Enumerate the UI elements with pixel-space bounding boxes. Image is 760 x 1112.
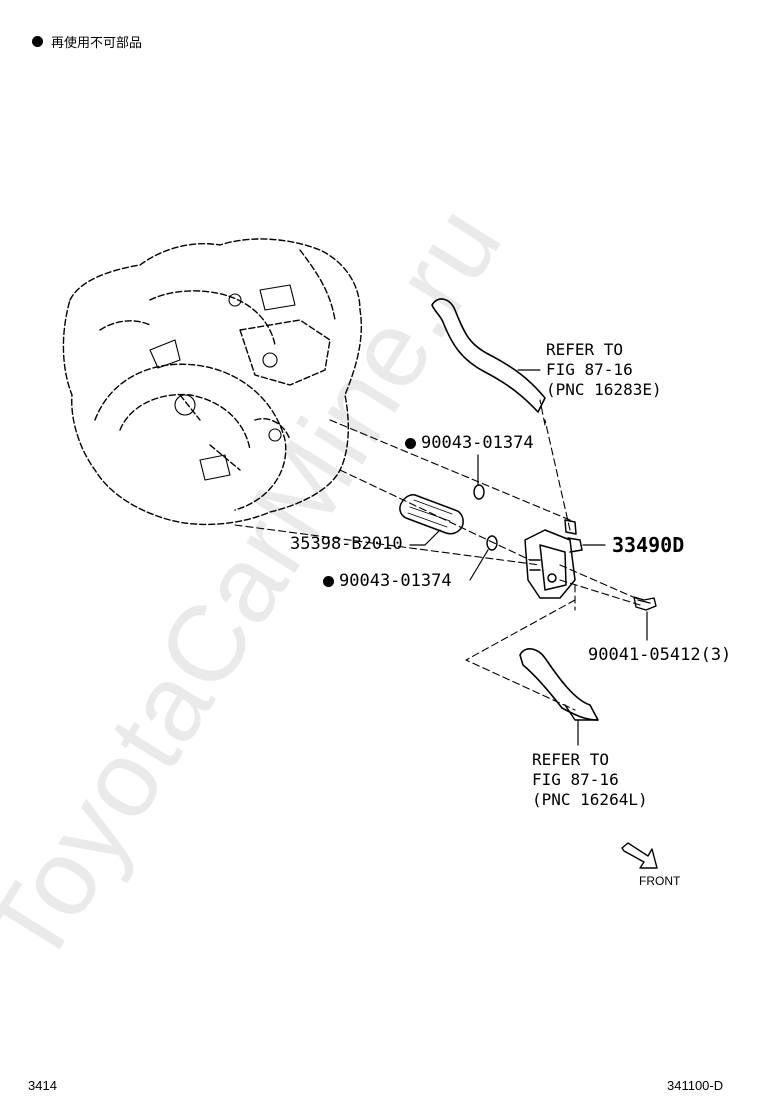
leader-lines <box>409 369 648 746</box>
part-number-text: 90043-01374 <box>421 433 534 453</box>
legend-text: 再使用不可部品 <box>51 36 143 51</box>
part-number-text: 90041-05412(3) <box>588 645 732 665</box>
connector-lines <box>234 399 641 711</box>
non-reusable-dot-icon <box>405 437 416 449</box>
part-number-cooler[interactable]: 33490D <box>612 533 684 557</box>
upper-hose <box>431 298 546 413</box>
part-number-pipe[interactable]: 35398-B2010 <box>290 534 403 554</box>
part-number-text: 90043-01374 <box>339 571 452 591</box>
part-number-text: 35398-B2010 <box>290 534 403 554</box>
non-reusable-dot-icon <box>32 36 43 47</box>
front-label: FRONT <box>639 874 681 888</box>
part-number-text: 33490D <box>612 533 685 557</box>
gasket-lower <box>486 535 498 551</box>
oil-cooler <box>524 519 583 599</box>
gasket-upper <box>473 484 485 500</box>
figure-code: 341100-D <box>667 1078 724 1093</box>
part-number-gasket-upper[interactable]: 90043-01374 <box>405 433 534 453</box>
front-arrow-icon <box>620 843 660 871</box>
transaxle-details <box>149 284 296 481</box>
non-reusable-dot-icon <box>323 575 334 587</box>
part-number-gasket-lower[interactable]: 90043-01374 <box>323 571 452 591</box>
refer-label-upper: REFER TO FIG 87-16 (PNC 16283E) <box>546 340 662 399</box>
legend: 再使用不可部品 <box>32 32 142 51</box>
page-number: 3414 <box>28 1078 57 1093</box>
lower-hose <box>519 648 599 721</box>
part-number-bolt[interactable]: 90041-05412(3) <box>588 645 731 665</box>
bolt <box>633 596 657 611</box>
refer-label-lower: REFER TO FIG 87-16 (PNC 16264L) <box>532 750 648 809</box>
transaxle-outline <box>62 238 363 526</box>
front-arrow-outline <box>621 842 658 869</box>
oil-pipe <box>399 494 464 535</box>
